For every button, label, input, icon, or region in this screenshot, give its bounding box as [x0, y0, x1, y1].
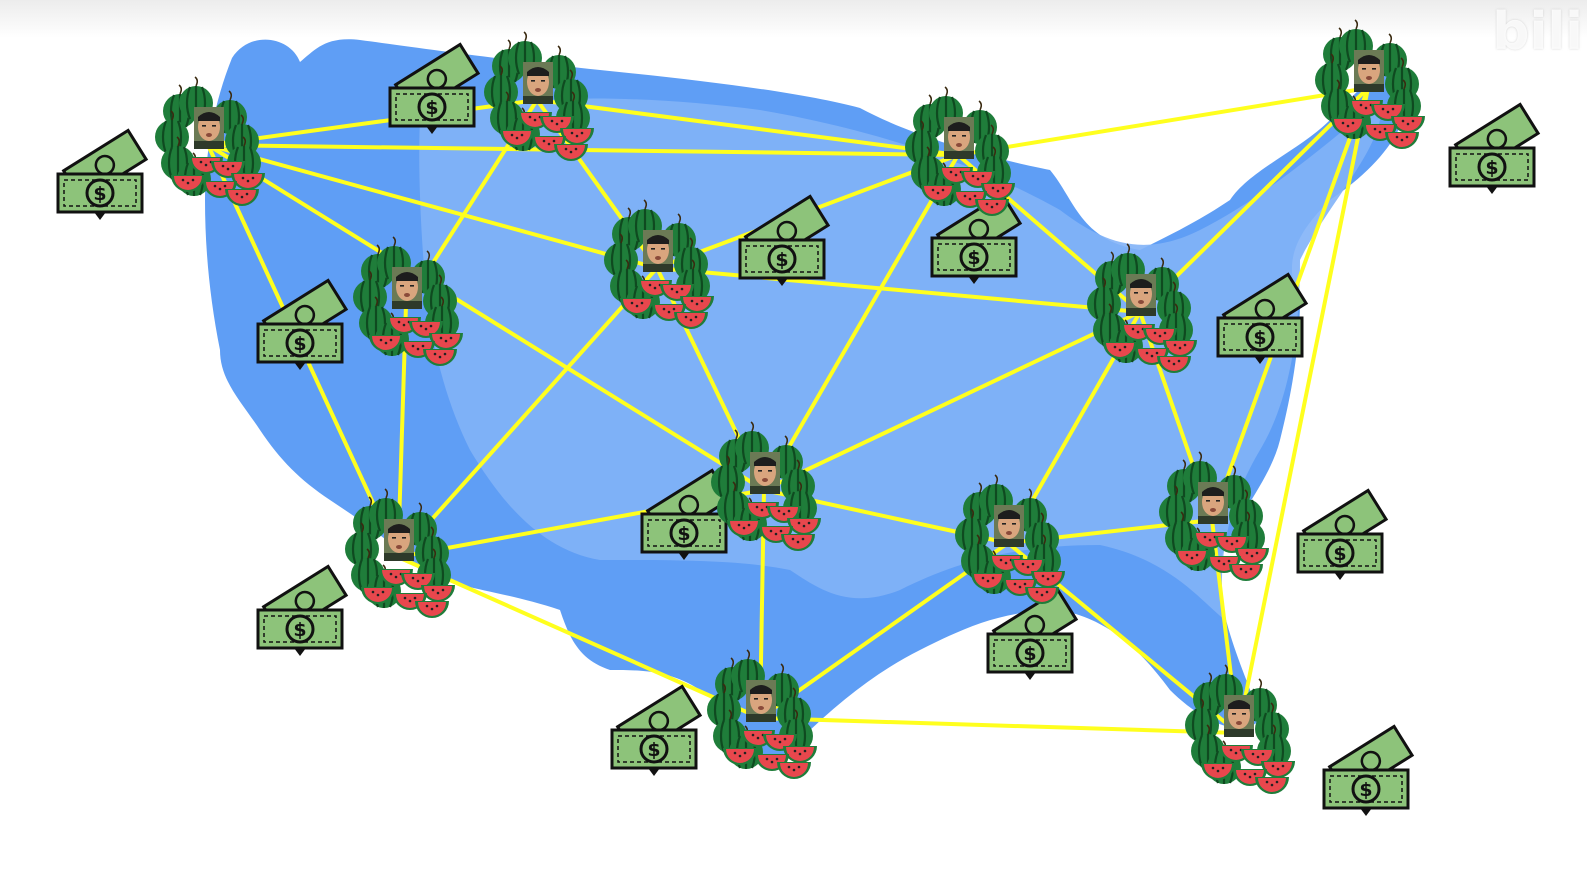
dollar-bills-icon: [1322, 724, 1414, 818]
dollar-bills-icon: [256, 564, 348, 658]
dollar-bills-icon: [1296, 488, 1388, 582]
edge-line: [759, 716, 1239, 735]
edge-line: [206, 143, 766, 492]
edge-line: [957, 86, 1369, 157]
edge-line: [656, 266, 1141, 314]
edge-line: [207, 143, 658, 270]
edge-line: [396, 266, 659, 559]
edge-line: [1236, 87, 1370, 734]
edge-line: [1138, 86, 1370, 314]
watermark-logo: bili: [1492, 2, 1583, 62]
dollar-bills-icon: [56, 128, 148, 222]
edge-line: [536, 98, 959, 157]
edge-line: [762, 153, 960, 492]
edge-line: [397, 555, 761, 720]
edge-line: [207, 98, 538, 147]
watermelon-node-icon: [1185, 665, 1295, 794]
dollar-bills-icon: [610, 684, 702, 778]
dollar-bills-icon: [1448, 102, 1540, 196]
edge-line: [763, 310, 1141, 492]
